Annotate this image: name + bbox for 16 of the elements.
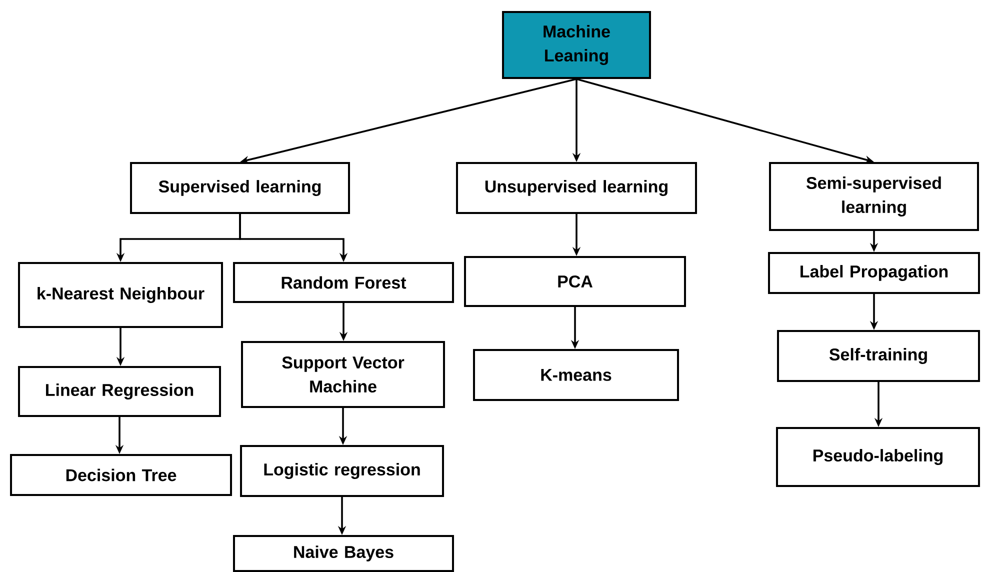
process-box: Pseudo-labeling [776,427,980,487]
root-box: Machine Leaning [502,11,651,79]
process-box: Random Forest [233,262,454,303]
process-box: Supervised learning [130,162,350,214]
process-box: K-means [473,349,679,401]
process-box: Support Vector Machine [241,341,445,408]
process-box: Semi-supervised learning [769,162,979,231]
process-box: Label Propagation [768,252,980,294]
process-box: PCA [464,256,686,307]
process-box: Decision Tree [10,454,232,496]
process-box: Naive Bayes [233,535,454,572]
process-box: Self-training [777,330,980,382]
process-box: Unsupervised learning [456,162,697,214]
process-box: Logistic regression [240,445,444,497]
process-box: k-Nearest Neighbour [18,262,223,328]
process-box: Linear Regression [18,366,221,417]
